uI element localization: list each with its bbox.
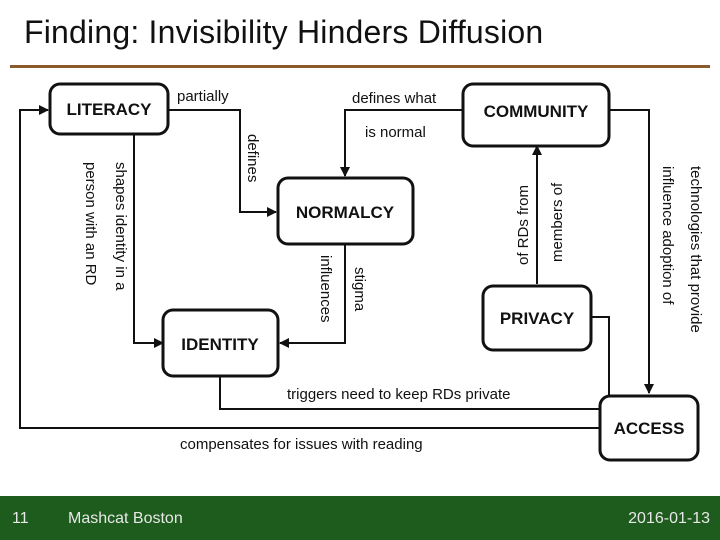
- edge-label-influence-adoption-2: technologies that provide: [687, 166, 704, 333]
- node-access-label: ACCESS: [614, 419, 685, 438]
- edge-shapes-identity: [133, 128, 164, 348]
- node-community-label: COMMUNITY: [484, 102, 589, 121]
- edge-label-shapes-identity-1: shapes identity in a: [112, 162, 129, 291]
- edge-partially-defines: [168, 109, 277, 217]
- node-privacy-label: PRIVACY: [500, 309, 575, 328]
- connectors: [19, 105, 654, 429]
- edge-label-triggers: triggers need to keep RDs private: [287, 386, 510, 403]
- footer-event: Mashcat Boston: [68, 510, 183, 527]
- concept-diagram: LITERACY COMMUNITY NORMALCY IDENTITY PRI…: [19, 82, 704, 462]
- node-access: ACCESS: [598, 394, 700, 462]
- edge-label-stigma: stigma: [351, 267, 368, 312]
- edge-label-shapes-identity-2: person with an RD: [82, 162, 99, 286]
- node-privacy: PRIVACY: [481, 284, 593, 352]
- node-literacy-label: LITERACY: [67, 100, 153, 119]
- node-normalcy: NORMALCY: [276, 176, 415, 246]
- edge-label-compensates: compensates for issues with reading: [180, 436, 423, 453]
- edge-defines-what-is-normal: [340, 109, 463, 177]
- edge-label-is-normal: is normal: [365, 124, 426, 141]
- page-title: Finding: Invisibility Hinders Diffusion: [24, 14, 544, 50]
- node-normalcy-label: NORMALCY: [296, 203, 395, 222]
- edge-label-influence-adoption-1: influence adoption of: [659, 166, 676, 305]
- edge-label-partially: partially: [177, 88, 229, 105]
- node-identity: IDENTITY: [161, 308, 280, 378]
- node-community: COMMUNITY: [461, 82, 611, 148]
- edge-label-defines: defines: [244, 134, 261, 182]
- footer-date: 2016-01-13: [628, 510, 710, 527]
- node-literacy: LITERACY: [48, 82, 170, 136]
- edge-label-influences: influences: [317, 255, 334, 323]
- node-identity-label: IDENTITY: [181, 335, 259, 354]
- edge-influence-adoption: [609, 109, 654, 394]
- edge-compensates: [19, 105, 600, 429]
- slide-number: 11: [12, 510, 29, 527]
- edge-label-of-rds-from: of RDs from: [515, 185, 532, 265]
- footer-bar: 11 Mashcat Boston 2016-01-13: [0, 496, 720, 540]
- edge-influences-stigma: [279, 244, 346, 348]
- edge-label-members-of: members of: [549, 182, 566, 262]
- edge-label-defines-what: defines what: [352, 90, 437, 107]
- title-divider: [10, 65, 710, 68]
